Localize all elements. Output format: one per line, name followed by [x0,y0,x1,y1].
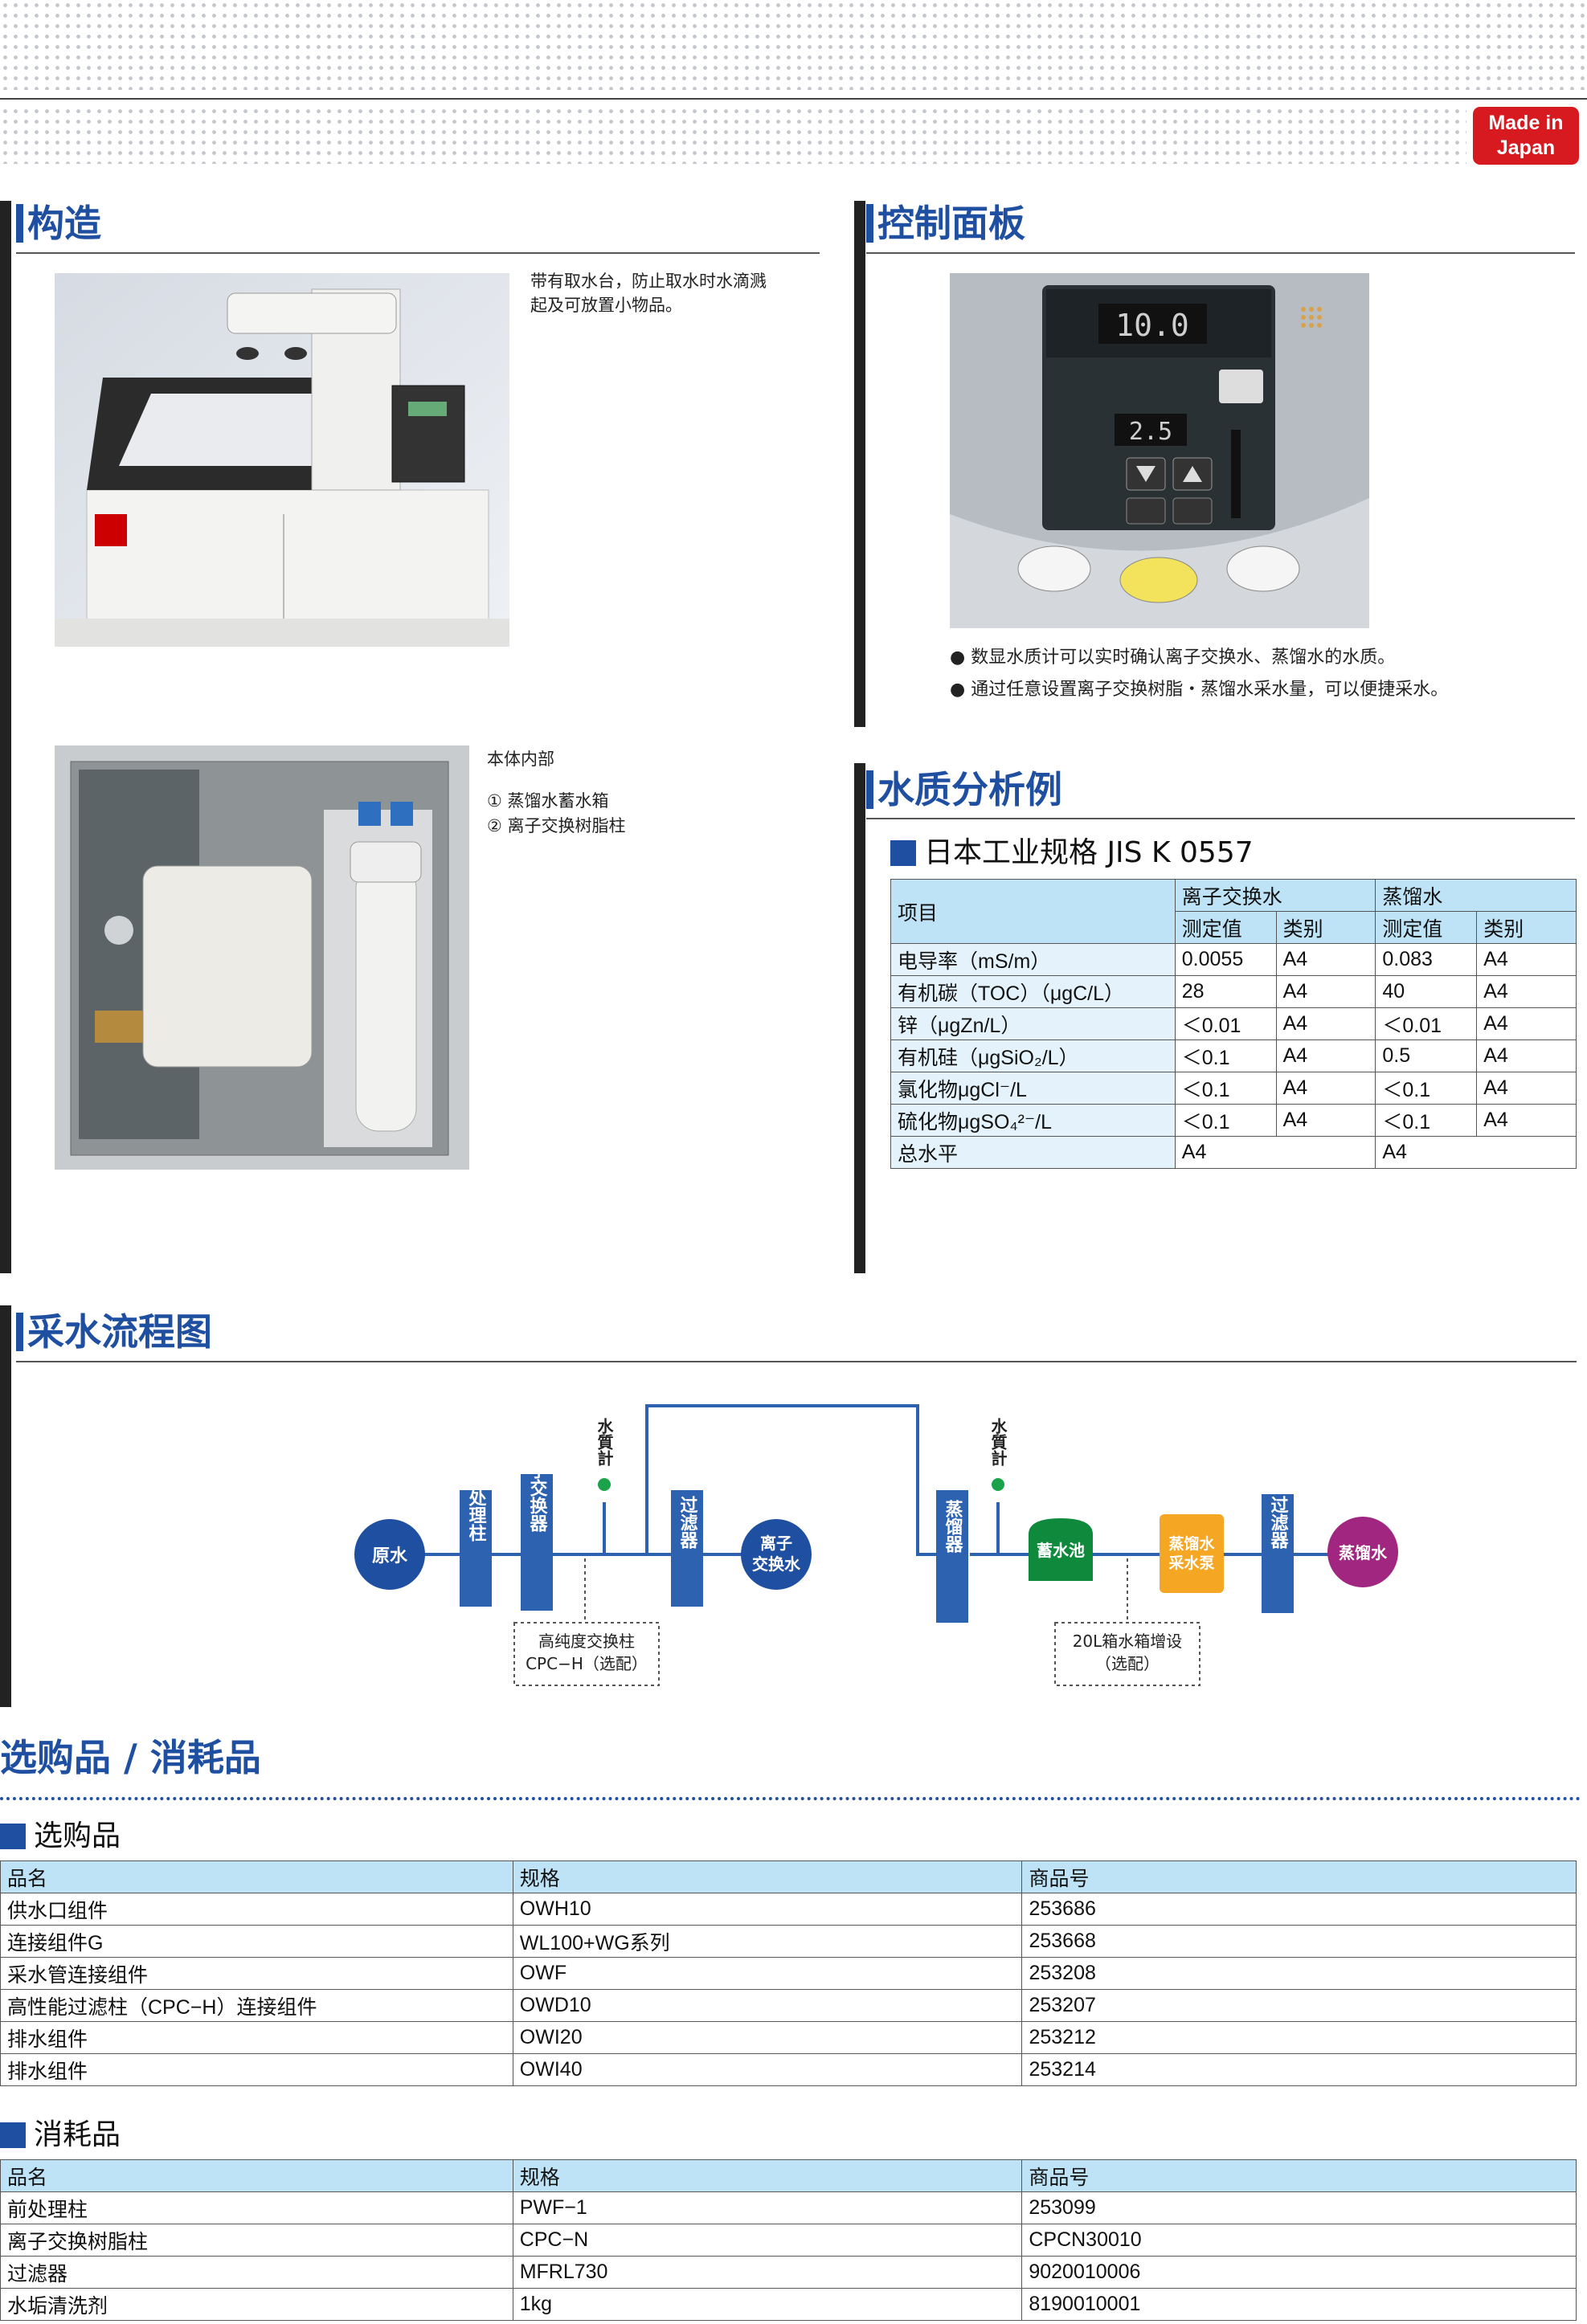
svg-text:交换水: 交换水 [752,1554,801,1574]
ion-water-node [741,1519,812,1590]
structure-title-line [16,252,820,254]
svg-text:前处理柱: 前处理柱 [466,1470,488,1542]
options-dotted-line [0,1797,1581,1800]
raw-water-node [354,1519,425,1590]
structure-caption-2-item-1: ① 蒸馏水蓄水箱 [487,791,609,811]
svg-text:原水: 原水 [372,1546,408,1566]
panel-display-sub: 2.5 [1129,418,1172,446]
up-arrow-icon [1183,466,1202,482]
distiller-column [936,1490,968,1623]
note-1-line-1: 高纯度交换柱 [538,1632,635,1651]
svg-text:采水泵: 采水泵 [1168,1554,1214,1572]
col-item-header: 项目 [890,879,1176,944]
meter-1-indicator [598,1478,611,1491]
svg-text:离子交换器: 离子交换器 [527,1443,549,1533]
svg-text:蒸馏器: 蒸馏器 [943,1500,964,1554]
sub-header: 测定值 [1375,911,1478,944]
group-distilled-header: 蒸馏水 [1375,879,1577,912]
consumable-subtitle: 消耗品 [0,2118,121,2153]
down-arrow-icon [1136,466,1155,482]
unit-photo [55,273,509,647]
sub-header: 类别 [1476,911,1577,944]
pretreat-column [460,1490,492,1607]
ion-exchanger-column [521,1474,553,1611]
header-dot-pattern [0,106,1466,164]
panel-title-line [866,252,1575,254]
note-1-line-2: CPC−H（选配） [526,1654,648,1673]
filter-1-column [671,1490,703,1607]
optional-subtitle: 选购品 [0,1819,121,1854]
analysis-title-line [866,818,1575,819]
water-quality-table: 项目 离子交换水 蒸馏水 测定值 类别 测定值 类别 电导率（mS/m）0.00… [890,879,1577,1169]
panel-side-bar [854,201,865,727]
group-ion-header: 离子交换水 [1174,879,1376,912]
sub-header: 测定值 [1174,911,1277,944]
svg-text:过滤器: 过滤器 [1268,1496,1290,1550]
structure-side-bar [0,201,11,1273]
analysis-side-bar [854,763,865,1273]
note-2-line-2: （选配） [1095,1654,1160,1673]
structure-caption-1: 带有取水台，防止取水时水滴溅起及可放置小物品。 [530,272,767,315]
meter-2-indicator [992,1478,1004,1491]
panel-display-main: 10.0 [1115,308,1189,343]
svg-text:蒸馏水: 蒸馏水 [1168,1534,1215,1553]
sub-header: 类别 [1275,911,1376,944]
svg-text:蓄水池: 蓄水池 [1037,1541,1085,1560]
panel-bullet-1: ● 数显水质计可以实时确认离子交换水、蒸馏水的水质。 [950,647,1396,668]
svg-text:过滤器: 过滤器 [677,1496,699,1550]
panel-bullet-2: ● 通过任意设置离子交换树脂・蒸馏水采水量，可以便捷采水。 [950,680,1449,700]
pump-node [1160,1514,1224,1593]
structure-caption-2-item-2: ② 离子交换树脂柱 [487,816,626,835]
structure-title: 构造 [16,201,101,246]
storage-tank-node [1029,1518,1093,1581]
flow-side-bar [0,1305,11,1707]
distilled-water-node [1327,1517,1398,1587]
note-2-line-1: 20L箱水箱增设 [1073,1632,1183,1651]
analysis-subtitle: 日本工业规格 JIS K 0557 [890,835,1254,871]
structure-caption-2-title: 本体内部 [487,749,554,769]
flow-title-line [16,1361,1577,1362]
meter-2-label: 水質計 [988,1418,1008,1467]
flow-title: 采水流程图 [16,1309,212,1354]
top-dot-pattern [0,0,1587,90]
meter-1-label: 水質計 [595,1418,614,1467]
analysis-title: 水质分析例 [866,767,1062,812]
control-panel-photo: 10.0 2.5 [950,273,1369,628]
svg-text:蒸馏水: 蒸馏水 [1339,1543,1388,1562]
options-title: 选购品 / 消耗品 [0,1736,261,1779]
top-divider [0,98,1587,100]
svg-text:离子: 离子 [760,1534,792,1553]
interior-photo [55,745,469,1170]
filter-2-column [1262,1494,1294,1613]
water-flow-diagram: 原水 前处理柱 离子交换器 水質計 过滤器 离子 交换水 蒸馏器 水質計 蓄水池… [354,1404,1398,1686]
panel-title: 控制面板 [866,201,1025,246]
